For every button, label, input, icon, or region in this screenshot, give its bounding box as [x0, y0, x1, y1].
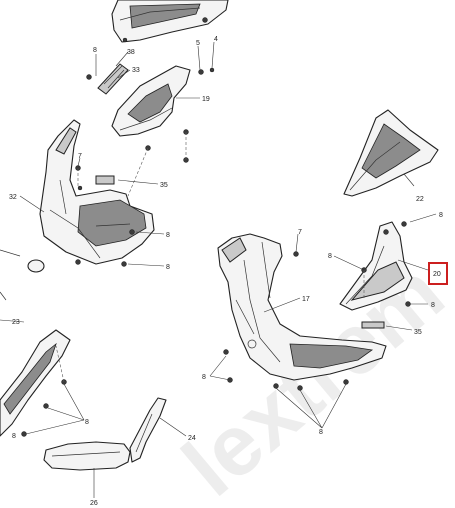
callout-4: 4	[214, 36, 218, 43]
callout-38: 38	[127, 49, 135, 56]
lower-left-panel-part-23	[0, 329, 71, 437]
callout-8: 8	[166, 232, 170, 239]
callout-8: 8	[85, 419, 89, 426]
right-panel-part-22	[343, 109, 439, 197]
callout-7: 7	[298, 229, 302, 236]
left-body-part-32	[39, 119, 155, 267]
callout-20-highlight	[428, 262, 448, 285]
fairing-part-19	[111, 65, 191, 197]
callout-23: 23	[12, 319, 20, 326]
callout-17: 17	[302, 296, 310, 303]
center-body-part-17	[217, 233, 387, 391]
leader-lines	[0, 41, 437, 498]
callout-8: 8	[439, 212, 443, 219]
callout-8: 8	[12, 433, 16, 440]
grommet-part	[0, 249, 45, 301]
callout-8: 8	[166, 264, 170, 271]
callout-8: 8	[328, 253, 332, 260]
callout-8: 8	[431, 302, 435, 309]
callout-20: 20	[433, 271, 441, 278]
callout-8: 8	[202, 374, 206, 381]
callout-33: 33	[132, 67, 140, 74]
floor-panel-part-26	[43, 441, 131, 471]
callout-22: 22	[416, 196, 424, 203]
strip-part-24	[129, 397, 167, 463]
top-panel-part	[111, 0, 229, 43]
callout-19: 19	[202, 96, 210, 103]
callout-labels: 38 8 5 4 33 19 7 35 32 8 8 22 8 7 8 20 1…	[9, 36, 448, 507]
callout-5: 5	[196, 40, 200, 47]
right-panel-part-20	[339, 221, 413, 329]
callout-35: 35	[414, 329, 422, 336]
callout-7: 7	[78, 153, 82, 160]
callout-8: 8	[319, 429, 323, 436]
callout-35: 35	[160, 182, 168, 189]
callout-8: 8	[93, 47, 97, 54]
callout-24: 24	[188, 435, 196, 442]
callout-26: 26	[90, 500, 98, 507]
callout-32: 32	[9, 194, 17, 201]
bracket-38	[86, 63, 215, 95]
